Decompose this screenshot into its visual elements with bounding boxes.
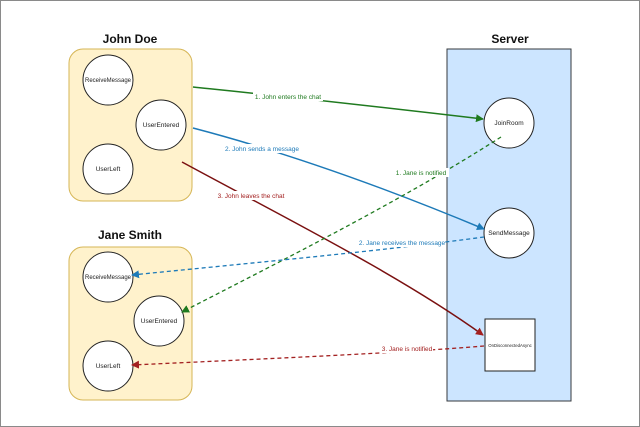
edge-john-enters (192, 86, 484, 123)
john-doe-title: John Doe (103, 32, 158, 46)
john-receive-message-node (82, 54, 134, 106)
edge-label-john-enters: 1. John enters the chat (255, 94, 321, 101)
jane-user-left-label: UserLeft (96, 363, 121, 370)
edge-label-jane-receives: 2. Jane receives the message (359, 240, 446, 247)
server-send-message-label: SendMessage (488, 230, 530, 237)
server-on-disconnected-label: OnDisconnectedAsync (488, 343, 532, 348)
edge-label-john-sends: 2. John sends a message (225, 146, 299, 153)
edge-john-leaves (181, 161, 484, 336)
server-on-disconnected-node (484, 318, 536, 372)
server-join-room-node (483, 97, 535, 149)
server-send-message-node (483, 207, 535, 259)
edge-jane-notified-1 (181, 136, 502, 313)
jane-user-entered-node (133, 295, 185, 347)
edge-label-jane-notified-1: 1. Jane is notified (396, 170, 447, 177)
server-title: Server (491, 32, 529, 46)
jane-user-entered-label: UserEntered (141, 318, 178, 325)
edge-jane-notified-3 (131, 345, 485, 369)
edge-label-bg (217, 191, 285, 200)
john-user-entered-label: UserEntered (143, 122, 180, 129)
john-user-left-label: UserLeft (96, 166, 121, 173)
jane-smith-title: Jane Smith (98, 228, 162, 242)
john-user-left-node (82, 143, 134, 195)
server-join-room-label: JoinRoom (494, 120, 523, 127)
edge-label-bg (253, 92, 323, 101)
john-user-entered-node (135, 99, 187, 151)
edge-label-bg (224, 144, 300, 153)
edge-label-bg (381, 344, 433, 353)
john-receive-message-label: ReceiveMessage (85, 78, 132, 84)
jane-receive-message-label: ReceiveMessage (85, 275, 132, 281)
edge-label-jane-notified-3: 3. Jane is notified (382, 346, 433, 353)
edge-label-bg (393, 168, 449, 177)
edge-label-bg (361, 238, 443, 247)
edge-label-john-leaves: 3. John leaves the chat (218, 193, 285, 200)
edge-john-sends (192, 127, 485, 230)
